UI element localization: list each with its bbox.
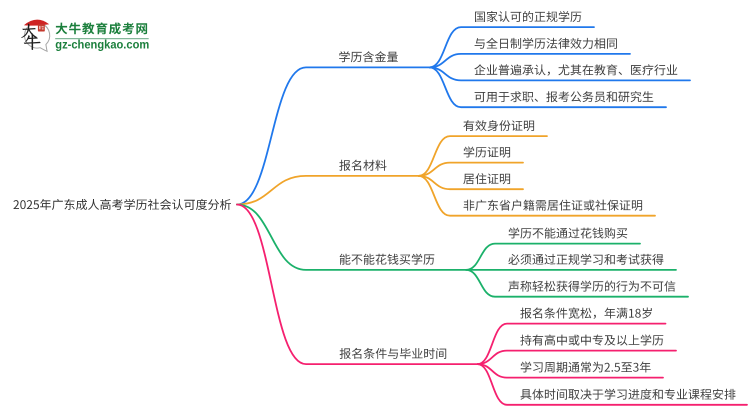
svg-text:gz-chengkao.com: gz-chengkao.com <box>55 39 149 51</box>
